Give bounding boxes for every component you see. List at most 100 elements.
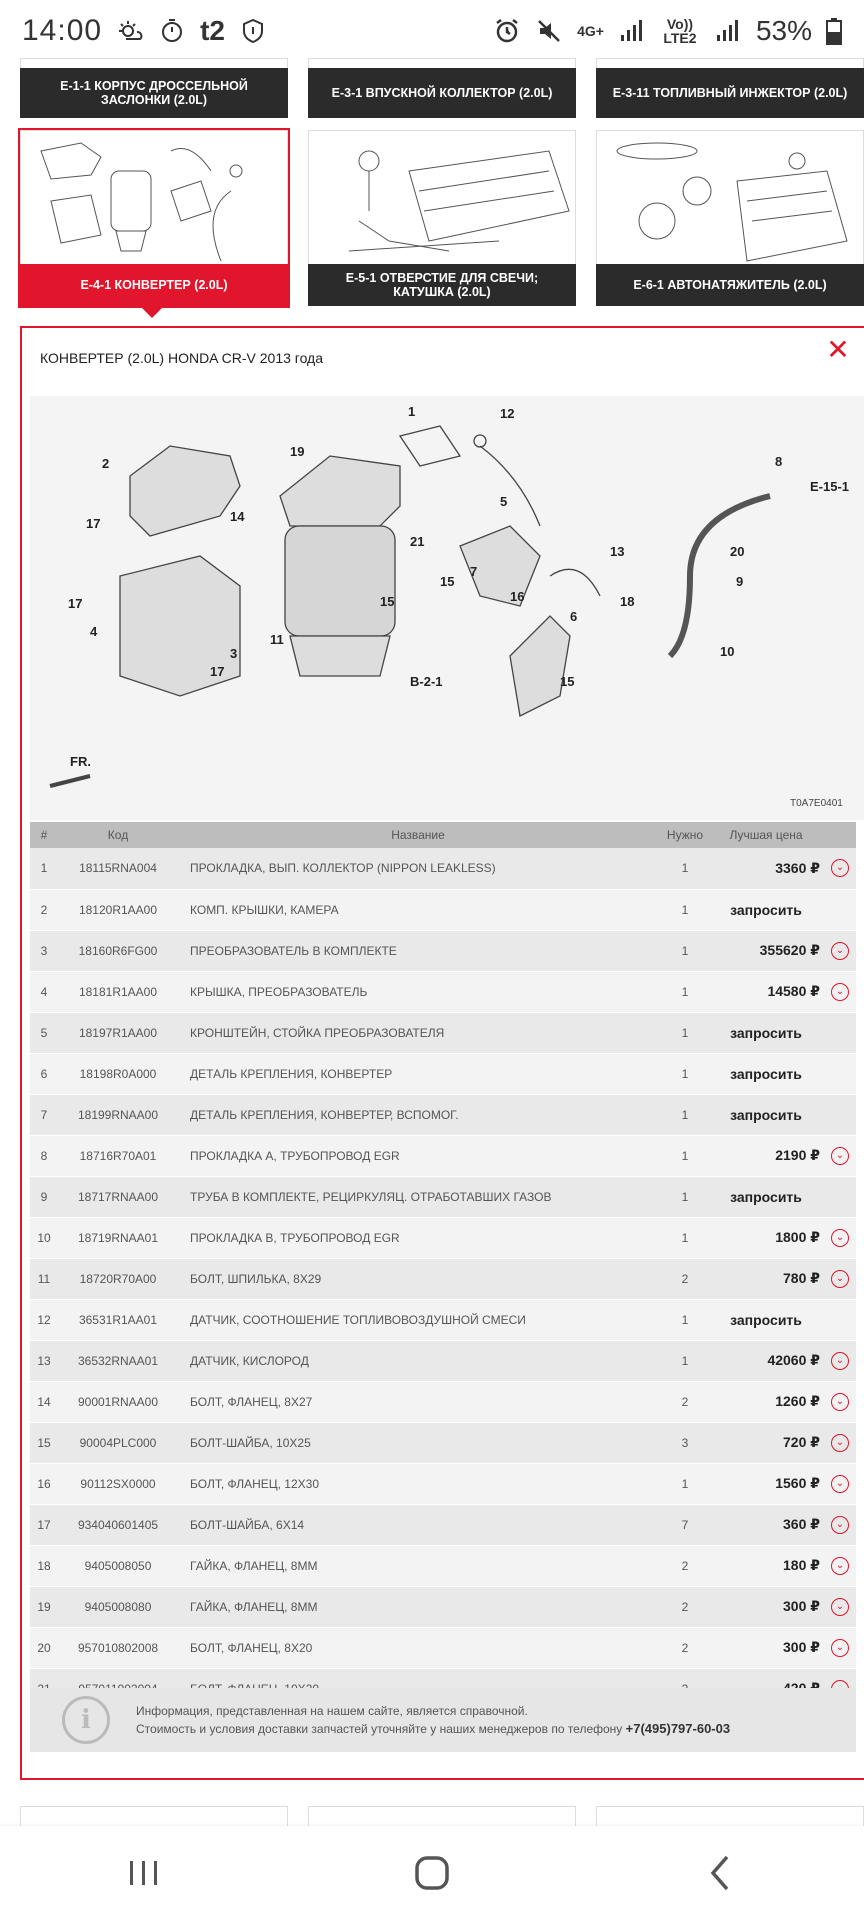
cell-name: БОЛТ, ШПИЛЬКА, 8X29 [178,1258,658,1300]
cell-price: запросить [712,1176,824,1218]
svg-text:15: 15 [440,574,454,589]
catalog-card[interactable]: E-6-1 АВТОНАТЯЖИТЕЛЬ (2.0L) [596,130,864,306]
catalog-card[interactable] [308,1806,576,1828]
cell-code: 90004PLC000 [58,1422,178,1464]
catalog-row-top: E-1-1 КОРПУС ДРОССЕЛЬНОЙ ЗАСЛОНКИ (2.0L)… [20,58,864,118]
cell-num: 13 [30,1340,58,1382]
chevron-down-icon[interactable]: ⌄ [831,859,849,878]
shield-icon [242,18,263,44]
chevron-down-icon[interactable]: ⌄ [831,1515,849,1534]
svg-text:2: 2 [102,456,109,471]
chevron-down-icon[interactable]: ⌄ [831,1474,849,1493]
expand-cell: ⌄ [824,1381,856,1423]
chevron-down-icon[interactable]: ⌄ [831,982,849,1001]
catalog-card[interactable] [596,1806,864,1828]
card-thumbnail [308,58,576,68]
catalog-card-active[interactable]: E-4-1 КОНВЕРТЕР (2.0L) [18,128,290,318]
cell-name: БОЛТ-ШАЙБА, 6X14 [178,1504,658,1546]
chevron-down-icon[interactable]: ⌄ [831,1228,849,1247]
expand-cell [824,1299,856,1341]
chevron-down-icon[interactable]: ⌄ [831,1597,849,1616]
cell-name: БОЛТ, ФЛАНЕЦ, 8X20 [178,1627,658,1669]
cell-num: 6 [30,1053,58,1095]
back-button[interactable] [660,1843,780,1903]
cell-num: 15 [30,1422,58,1464]
phone-link[interactable]: +7(495)797-60-03 [625,1721,731,1736]
expand-cell: ⌄ [824,1586,856,1628]
recents-button[interactable] [84,1843,204,1903]
cell-name: БОЛТ-ШАЙБА, 10X25 [178,1422,658,1464]
catalog-card[interactable]: E-3-1 ВПУСКНОЙ КОЛЛЕКТОР (2.0L) [308,58,576,118]
cell-price: 720 ₽ [712,1422,824,1464]
catalog-card[interactable]: E-5-1 ОТВЕРСТИЕ ДЛЯ СВЕЧИ; КАТУШКА (2.0L… [308,130,576,306]
close-icon[interactable]: ✕ [826,334,850,365]
chevron-down-icon[interactable]: ⌄ [831,1638,849,1657]
cell-name: БОЛТ, ФЛАНЕЦ, 8X27 [178,1381,658,1423]
cell-num: 9 [30,1176,58,1218]
cell-num: 19 [30,1586,58,1628]
expand-cell: ⌄ [824,1422,856,1464]
catalog-card[interactable] [20,1806,288,1828]
cell-code: 9405008080 [58,1586,178,1628]
svg-text:17: 17 [68,596,82,611]
card-caption: E-4-1 КОНВЕРТЕР (2.0L) [20,264,288,306]
svg-text:17: 17 [86,516,100,531]
svg-text:5: 5 [500,494,507,509]
catalog-card[interactable]: E-3-11 ТОПЛИВНЫЙ ИНЖЕКТОР (2.0L) [596,58,864,118]
cell-qty: 2 [658,1545,712,1587]
timer-icon [162,19,183,42]
cell-price: 14580 ₽ [712,971,824,1013]
home-button[interactable] [372,1843,492,1903]
chevron-down-icon[interactable]: ⌄ [831,1556,849,1575]
cell-name: ГАЙКА, ФЛАНЕЦ, 8ММ [178,1586,658,1628]
cell-name: КРОНШТЕЙН, СТОЙКА ПРЕОБРАЗОВАТЕЛЯ [178,1012,658,1054]
svg-text:19: 19 [290,444,304,459]
svg-text:FR.: FR. [70,754,91,769]
cell-name: БОЛТ, ФЛАНЕЦ, 12X30 [178,1463,658,1505]
cell-qty: 1 [658,889,712,931]
chevron-down-icon[interactable]: ⌄ [831,1269,849,1288]
chevron-down-icon[interactable]: ⌄ [831,941,849,960]
chevron-down-icon[interactable]: ⌄ [831,1351,849,1370]
cell-code: 36532RNAA01 [58,1340,178,1382]
svg-text:17: 17 [210,664,224,679]
chevron-down-icon[interactable]: ⌄ [831,1146,849,1165]
cell-name: ПРОКЛАДКА А, ТРУБОПРОВОД EGR [178,1135,658,1177]
cell-price: 355620 ₽ [712,930,824,972]
chevron-down-icon[interactable]: ⌄ [831,1433,849,1452]
card-thumbnail [308,130,576,264]
expand-cell [824,1094,856,1136]
svg-text:7: 7 [470,564,477,579]
chevron-down-icon[interactable]: ⌄ [831,1392,849,1411]
status-bar: 14:00 t2 4G+ Vo)) LTE2 53% [0,0,864,62]
card-caption: E-5-1 ОТВЕРСТИЕ ДЛЯ СВЕЧИ; КАТУШКА (2.0L… [308,264,576,306]
catalog-card[interactable]: E-1-1 КОРПУС ДРОССЕЛЬНОЙ ЗАСЛОНКИ (2.0L) [20,58,288,118]
cell-code: 18717RNAA00 [58,1176,178,1218]
cell-code: 90001RNAA00 [58,1381,178,1423]
battery-percent: 53% [755,15,812,46]
cell-num: 16 [30,1463,58,1505]
card-caption: E-6-1 АВТОНАТЯЖИТЕЛЬ (2.0L) [596,264,864,306]
